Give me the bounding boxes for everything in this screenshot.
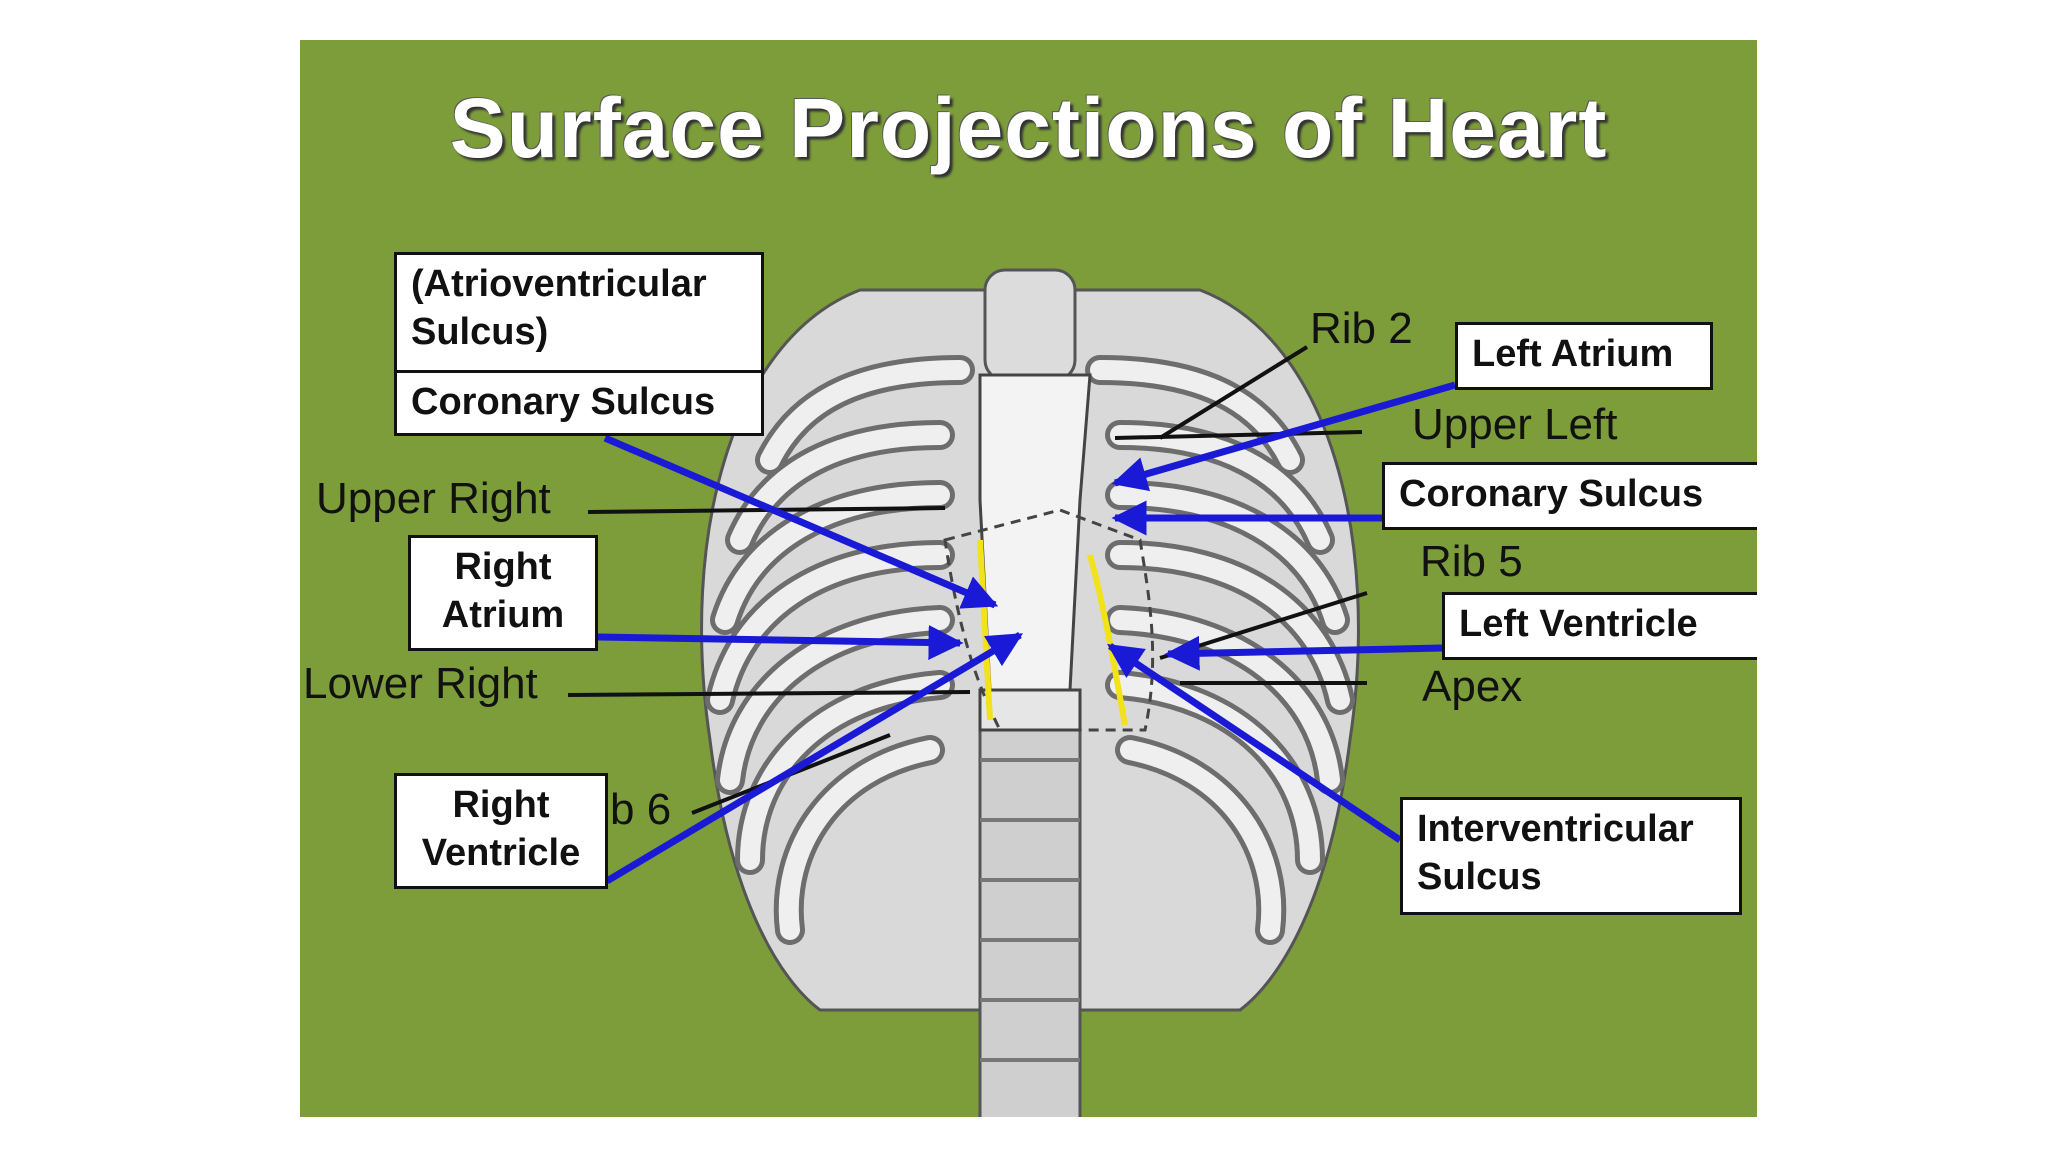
atrioventricular-line-1: (Atrioventricular <box>411 263 707 305</box>
interventricular-line-1: Interventricular <box>1417 808 1694 850</box>
interventricular-sulcus-line <box>1087 554 1128 726</box>
atrioventricular-sulcus-box: (Atrioventricular Sulcus) <box>394 252 764 374</box>
left-ventricle-box: Left Ventricle <box>1442 592 1757 660</box>
upper-left-label: Upper Left <box>1412 400 1618 449</box>
interventricular-sulcus-box: Interventricular Sulcus <box>1400 797 1742 915</box>
left-atrium-label: Left Atrium <box>1472 333 1674 375</box>
right-atrium-line-1: Right <box>454 546 552 588</box>
coronary-sulcus-line <box>977 539 993 721</box>
right-atrium-line-2: Atrium <box>441 593 565 636</box>
apex-label: Apex <box>1422 662 1523 711</box>
coronary-sulcus-box-right: Coronary Sulcus <box>1382 462 1757 530</box>
right-atrium-box: Right Atrium <box>408 535 598 651</box>
rib-cage-illustration <box>567 268 1456 1117</box>
sternum <box>978 373 1092 692</box>
interventricular-line-2: Sulcus <box>1417 855 1542 898</box>
heart-projection-outline <box>943 508 1155 732</box>
right-ventricle-line-1: Right <box>452 784 550 826</box>
right-ventricle-box: Right Ventricle <box>394 773 608 889</box>
rib-5-label: Rib 5 <box>1420 537 1523 586</box>
left-ventricle-label: Left Ventricle <box>1459 603 1698 645</box>
rib-6-label: b 6 <box>610 785 672 834</box>
slide-canvas: Surface Projections of Heart (Atrioventr… <box>300 40 1757 1117</box>
coronary-sulcus-right-label: Coronary Sulcus <box>1399 473 1704 515</box>
lower-right-label: Lower Right <box>303 659 538 708</box>
spine <box>978 268 1082 1117</box>
left-atrium-box: Left Atrium <box>1455 322 1713 390</box>
upper-right-label: Upper Right <box>316 474 551 523</box>
right-ventricle-line-2: Ventricle <box>421 831 581 874</box>
atrioventricular-line-2: Sulcus) <box>411 310 549 353</box>
coronary-sulcus-box-left: Coronary Sulcus <box>394 370 764 436</box>
slide-title: Surface Projections of Heart <box>449 81 1608 175</box>
blue-arrows <box>597 381 1456 885</box>
coronary-sulcus-left-label: Coronary Sulcus <box>411 381 716 423</box>
rib-2-label: Rib 2 <box>1310 304 1413 353</box>
